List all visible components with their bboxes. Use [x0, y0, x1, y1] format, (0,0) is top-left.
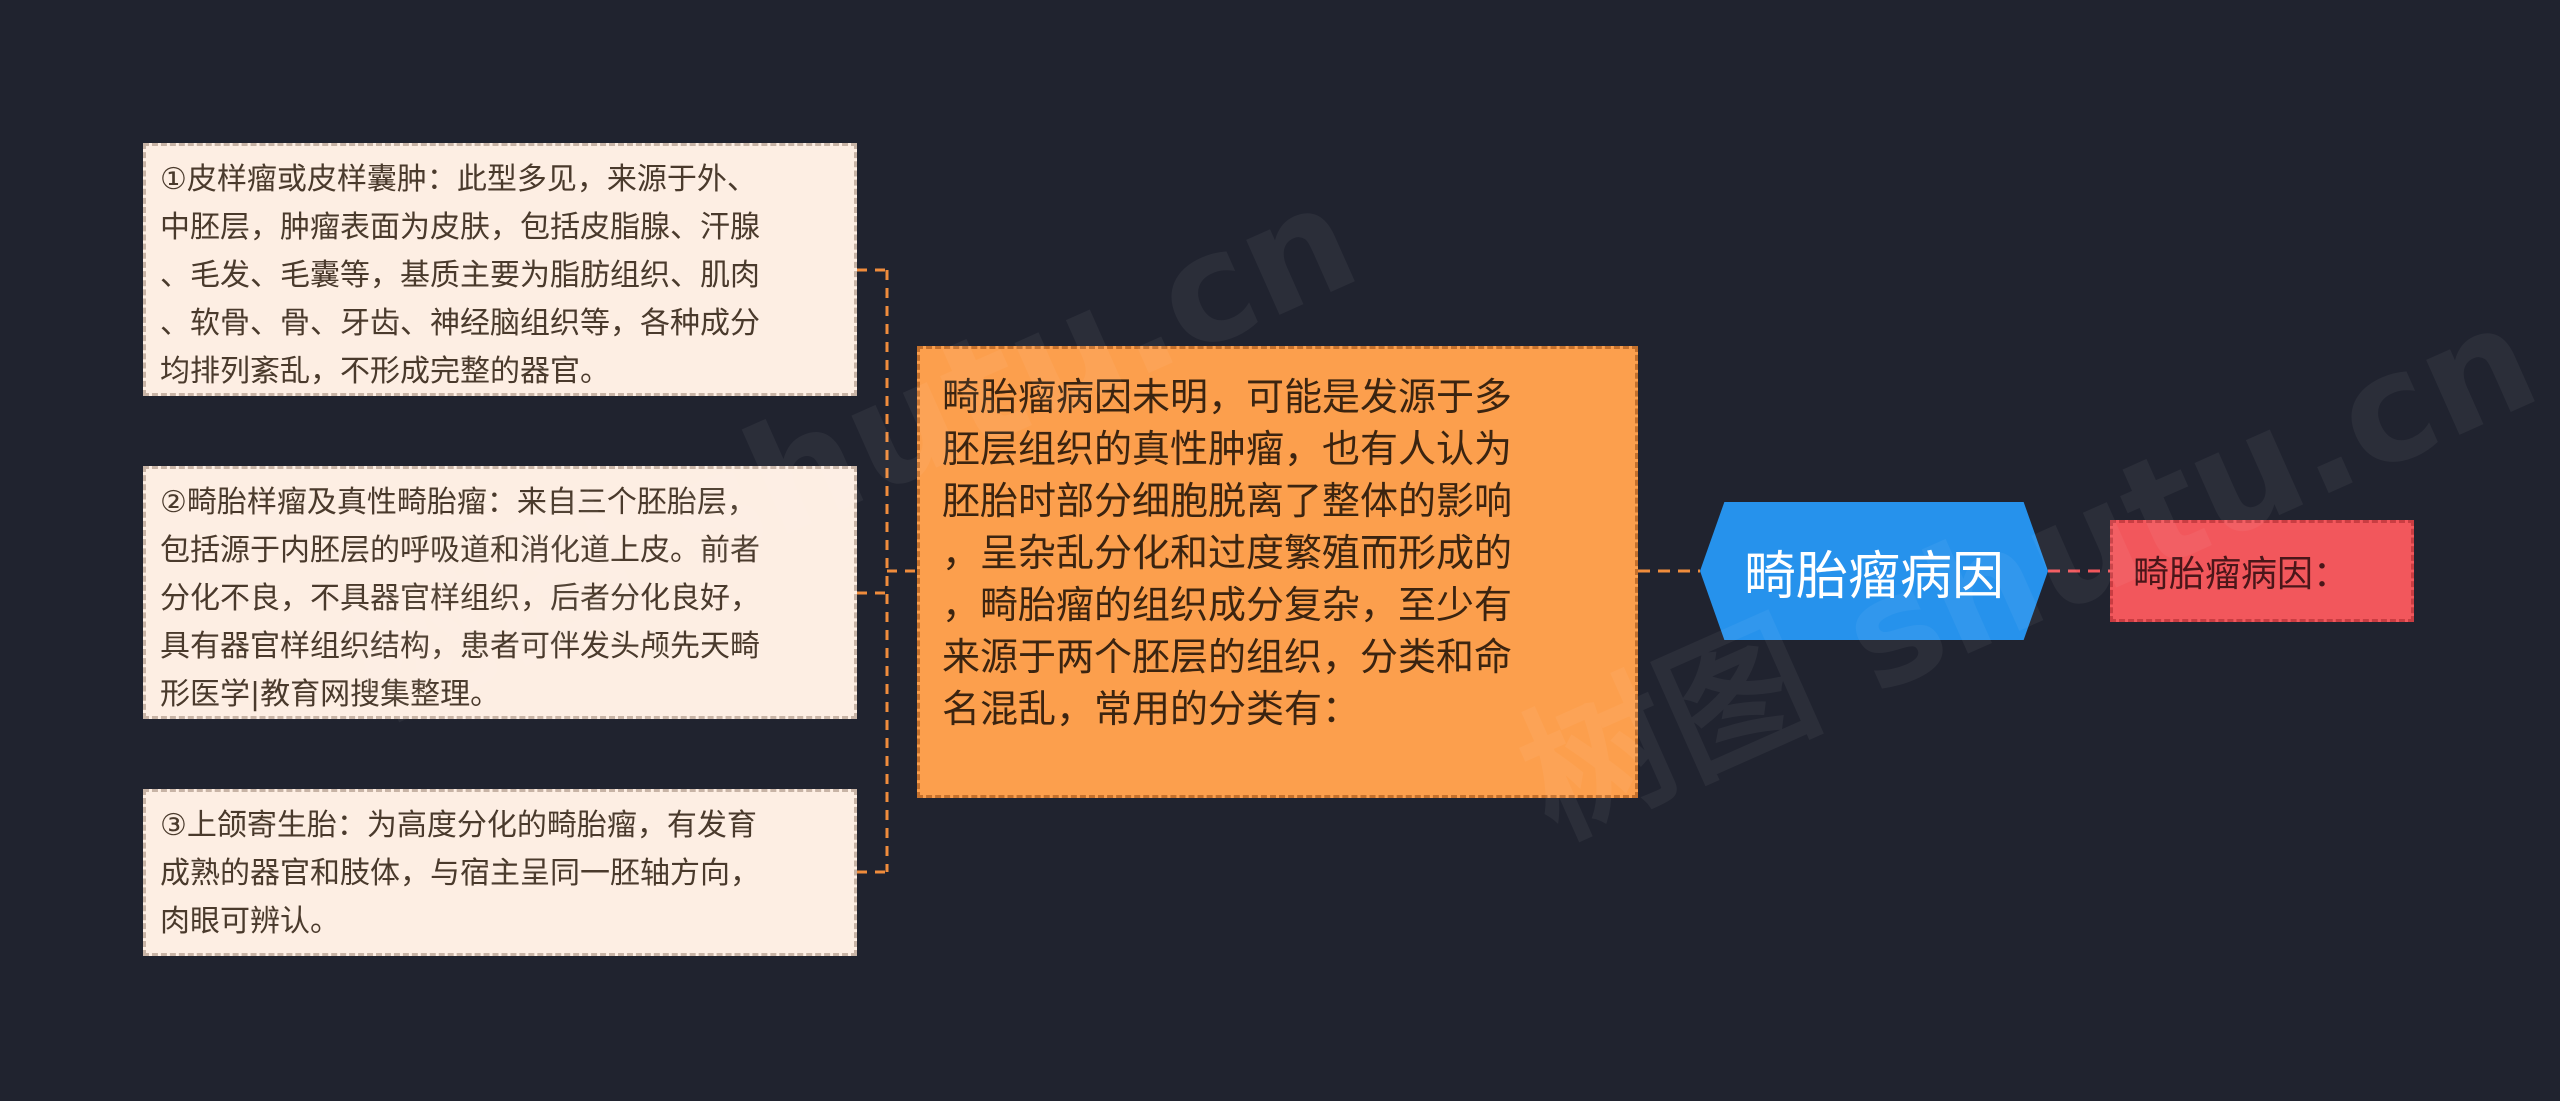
root-node-label: 畸胎瘤病因: [1743, 546, 2004, 607]
leaf-node-dermoid[interactable]: ①皮样瘤或皮样囊肿：此型多见，来源于外、 中胚层，肿瘤表面为皮肤，包括皮脂腺、汗…: [143, 143, 857, 396]
leaf-node-teratoid[interactable]: ②畸胎样瘤及真性畸胎瘤：来自三个胚胎层， 包括源于内胚层的呼吸道和消化道上皮。前…: [143, 466, 857, 719]
middle-node-etiology[interactable]: 畸胎瘤病因未明，可能是发源于多 胚层组织的真性肿瘤，也有人认为 胚胎时部分细胞脱…: [917, 346, 1638, 798]
root-node[interactable]: 畸胎瘤病因: [1700, 502, 2048, 640]
right-node-label: 畸胎瘤病因：: [2133, 554, 2350, 595]
right-node[interactable]: 畸胎瘤病因：: [2110, 520, 2414, 622]
leaf-node-epignathus[interactable]: ③上颌寄生胎：为高度分化的畸胎瘤，有发育 成熟的器官和肢体，与宿主呈同一胚轴方向…: [143, 789, 857, 956]
